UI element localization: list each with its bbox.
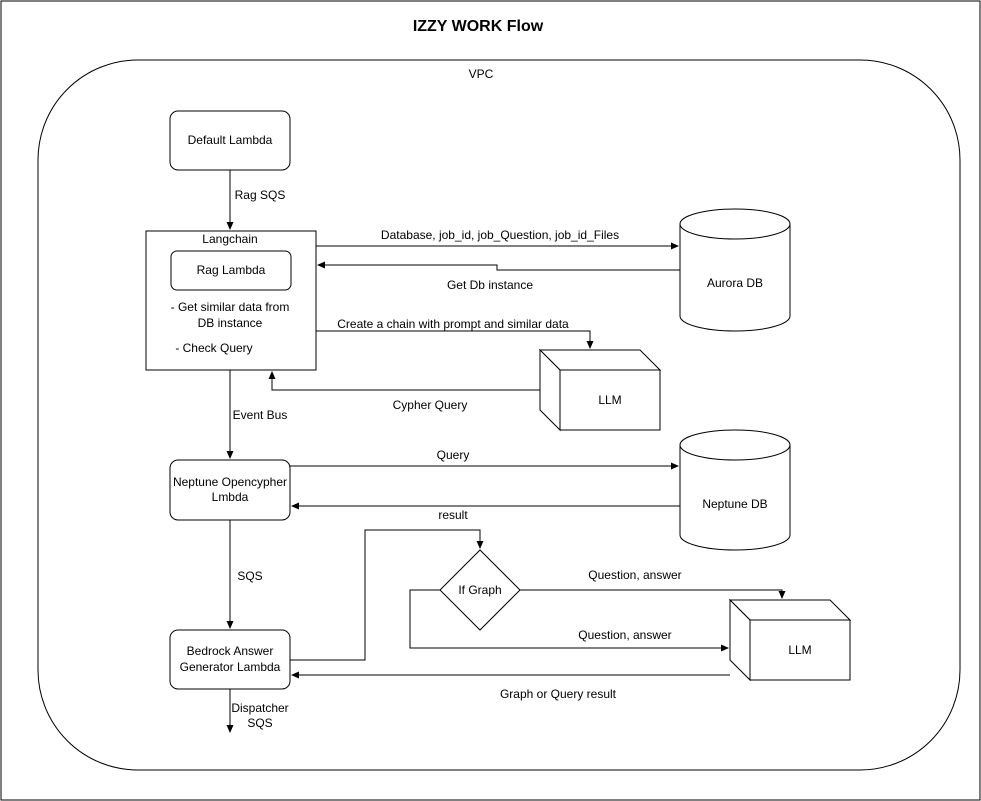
edge-label-db-params: Database, job_id, job_Question, job_id_F… xyxy=(381,228,619,242)
llm-bottom-cube-top xyxy=(728,599,852,621)
llm-top-cube-top xyxy=(538,349,662,371)
edge-question-answer-graph xyxy=(520,589,786,599)
vpc-label: VPC xyxy=(469,67,494,81)
edge-result xyxy=(290,529,484,661)
diagram-title: IZZY WORK Flow xyxy=(413,18,544,35)
edge-label-result: result xyxy=(438,508,468,522)
langchain-note-similar-data: - Get similar data from xyxy=(171,300,290,314)
neptune-db-cylinder-top xyxy=(679,429,791,461)
edge-label-graph-or-query-result: Graph or Query result xyxy=(500,687,617,701)
if-graph-decision xyxy=(439,549,521,631)
rag-lambda-node xyxy=(170,250,292,291)
langchain-note-check-query: - Check Query xyxy=(175,341,252,355)
edge-label-question-answer-1: Question, answer xyxy=(588,568,681,582)
rag-lambda-label: Rag Lambda xyxy=(197,263,266,277)
bedrock-lambda-label-line2: Generator Lambda xyxy=(180,660,281,674)
edge-label-sqs: SQS xyxy=(237,569,262,583)
edge-label-create-chain: Create a chain with prompt and similar d… xyxy=(337,317,569,331)
edge-question-answer-query xyxy=(409,589,729,652)
edge-label-question-answer-2: Question, answer xyxy=(578,628,671,642)
edge-label-cypher-query: Cypher Query xyxy=(393,398,468,412)
langchain-note-db-instance: DB instance xyxy=(198,316,263,330)
edge-cypher-query xyxy=(268,371,540,391)
llm-top-node xyxy=(559,369,661,431)
neptune-lambda-label-line1: Neptune Opencypher xyxy=(173,475,287,489)
edge-label-query: Query xyxy=(437,448,470,462)
edge-label-get-db-instance: Get Db instance xyxy=(447,278,533,292)
if-graph-label: If Graph xyxy=(458,583,501,597)
edge-label-event-bus: Event Bus xyxy=(233,408,288,422)
bedrock-lambda-label-line1: Bedrock Answer xyxy=(187,644,274,658)
aurora-db-label: Aurora DB xyxy=(707,276,763,290)
langchain-label: Langchain xyxy=(202,232,257,246)
aurora-db-cylinder-top xyxy=(679,208,791,240)
edge-label-dispatcher: Dispatcher xyxy=(231,701,288,715)
llm-top-label: LLM xyxy=(598,393,621,407)
neptune-db-cylinder xyxy=(679,445,791,551)
neptune-lambda-label-line2: Lmbda xyxy=(212,490,249,504)
default-lambda-label: Default Lambda xyxy=(188,133,273,147)
neptune-db-label: Neptune DB xyxy=(702,497,767,511)
edge-label-dispatcher-sqs: SQS xyxy=(247,716,272,730)
llm-bottom-label: LLM xyxy=(788,643,811,657)
edge-label-rag-sqs: Rag SQS xyxy=(235,188,286,202)
edge-get-db-instance xyxy=(317,261,680,271)
aurora-db-cylinder xyxy=(679,224,791,332)
edge-create-chain xyxy=(316,330,594,349)
llm-bottom-node xyxy=(749,619,851,681)
